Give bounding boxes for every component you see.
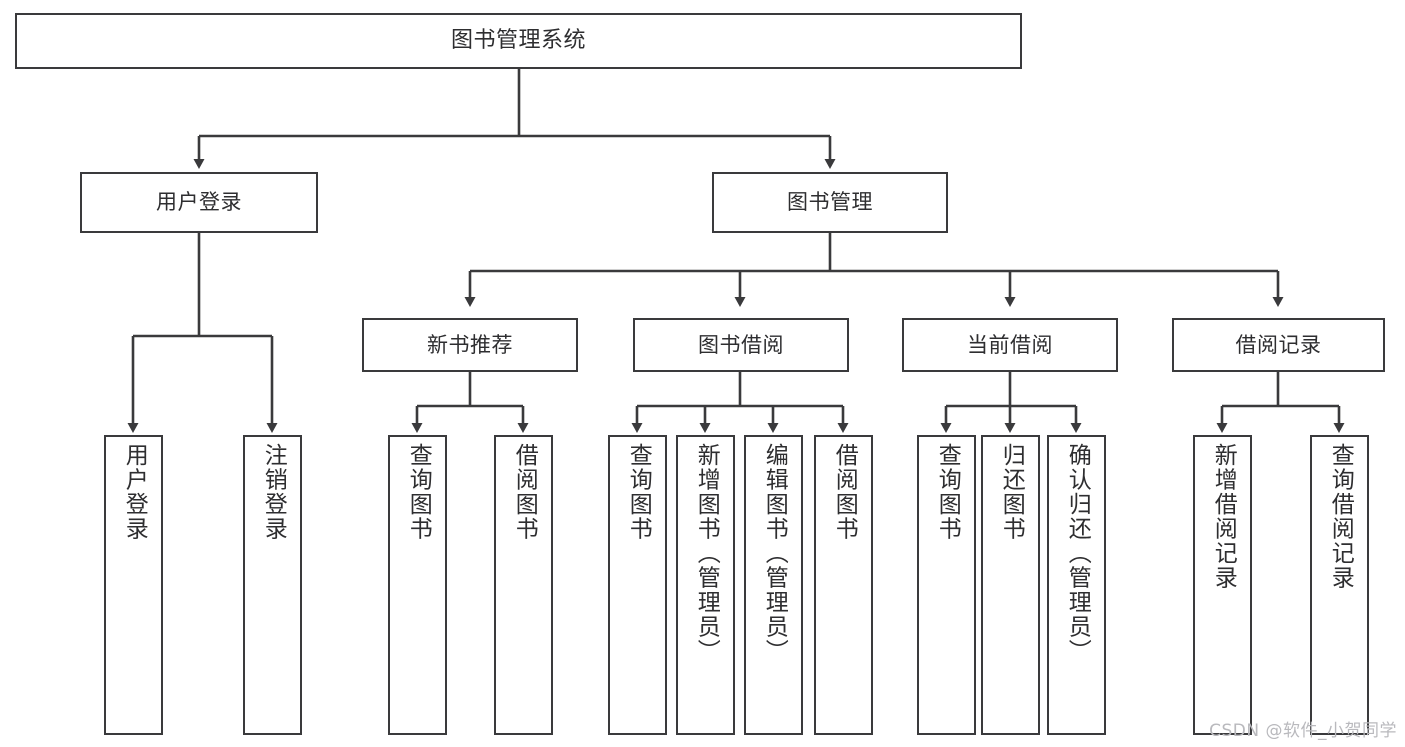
leaf-edit-book[interactable]: 编辑图书（管理员） [744,435,803,735]
leaf-confirm-return-label: 确认归还（管理员） [1064,443,1091,664]
node-new-book-recommend[interactable]: 新书推荐 [362,318,578,372]
node-borrow-record-label: 借阅记录 [1235,332,1322,357]
node-book-borrow-label: 图书借阅 [698,332,784,357]
leaf-logout[interactable]: 注销登录 [243,435,302,735]
node-book-management-label: 图书管理 [787,190,873,215]
leaf-add-record-label: 新增借阅记录 [1210,443,1237,590]
leaf-user-login-label: 用户登录 [121,443,148,541]
node-book-borrow[interactable]: 图书借阅 [633,318,849,372]
node-current-borrow-label: 当前借阅 [967,332,1053,357]
leaf-edit-book-label: 编辑图书（管理员） [761,443,788,664]
node-book-management[interactable]: 图书管理 [712,172,948,233]
node-user-login[interactable]: 用户登录 [80,172,318,233]
leaf-user-login[interactable]: 用户登录 [104,435,163,735]
leaf-query-record-label: 查询借阅记录 [1327,443,1354,590]
node-current-borrow[interactable]: 当前借阅 [902,318,1118,372]
csdn-watermark: CSDN @软件_小贺同学 [1209,721,1397,741]
leaf-borrow-book-2-label: 借阅图书 [831,443,858,541]
leaf-query-book-1-label: 查询图书 [405,443,432,541]
leaf-return-book[interactable]: 归还图书 [981,435,1040,735]
leaf-query-book-3-label: 查询图书 [934,443,961,541]
leaf-borrow-book-1[interactable]: 借阅图书 [494,435,553,735]
leaf-return-book-label: 归还图书 [998,443,1025,541]
node-root[interactable]: 图书管理系统 [15,13,1022,69]
leaf-logout-label: 注销登录 [260,443,287,541]
node-borrow-record[interactable]: 借阅记录 [1172,318,1385,372]
leaf-add-book-label: 新增图书（管理员） [693,443,720,664]
leaf-query-book-2[interactable]: 查询图书 [608,435,667,735]
leaf-borrow-book-1-label: 借阅图书 [511,443,538,541]
node-new-book-recommend-label: 新书推荐 [427,332,513,357]
node-user-login-label: 用户登录 [156,190,242,215]
leaf-query-record[interactable]: 查询借阅记录 [1310,435,1369,735]
leaf-query-book-2-label: 查询图书 [625,443,652,541]
leaf-query-book-1[interactable]: 查询图书 [388,435,447,735]
leaf-add-book[interactable]: 新增图书（管理员） [676,435,735,735]
leaf-add-record[interactable]: 新增借阅记录 [1193,435,1252,735]
node-root-label: 图书管理系统 [450,28,586,54]
leaf-query-book-3[interactable]: 查询图书 [917,435,976,735]
leaf-borrow-book-2[interactable]: 借阅图书 [814,435,873,735]
leaf-confirm-return[interactable]: 确认归还（管理员） [1047,435,1106,735]
